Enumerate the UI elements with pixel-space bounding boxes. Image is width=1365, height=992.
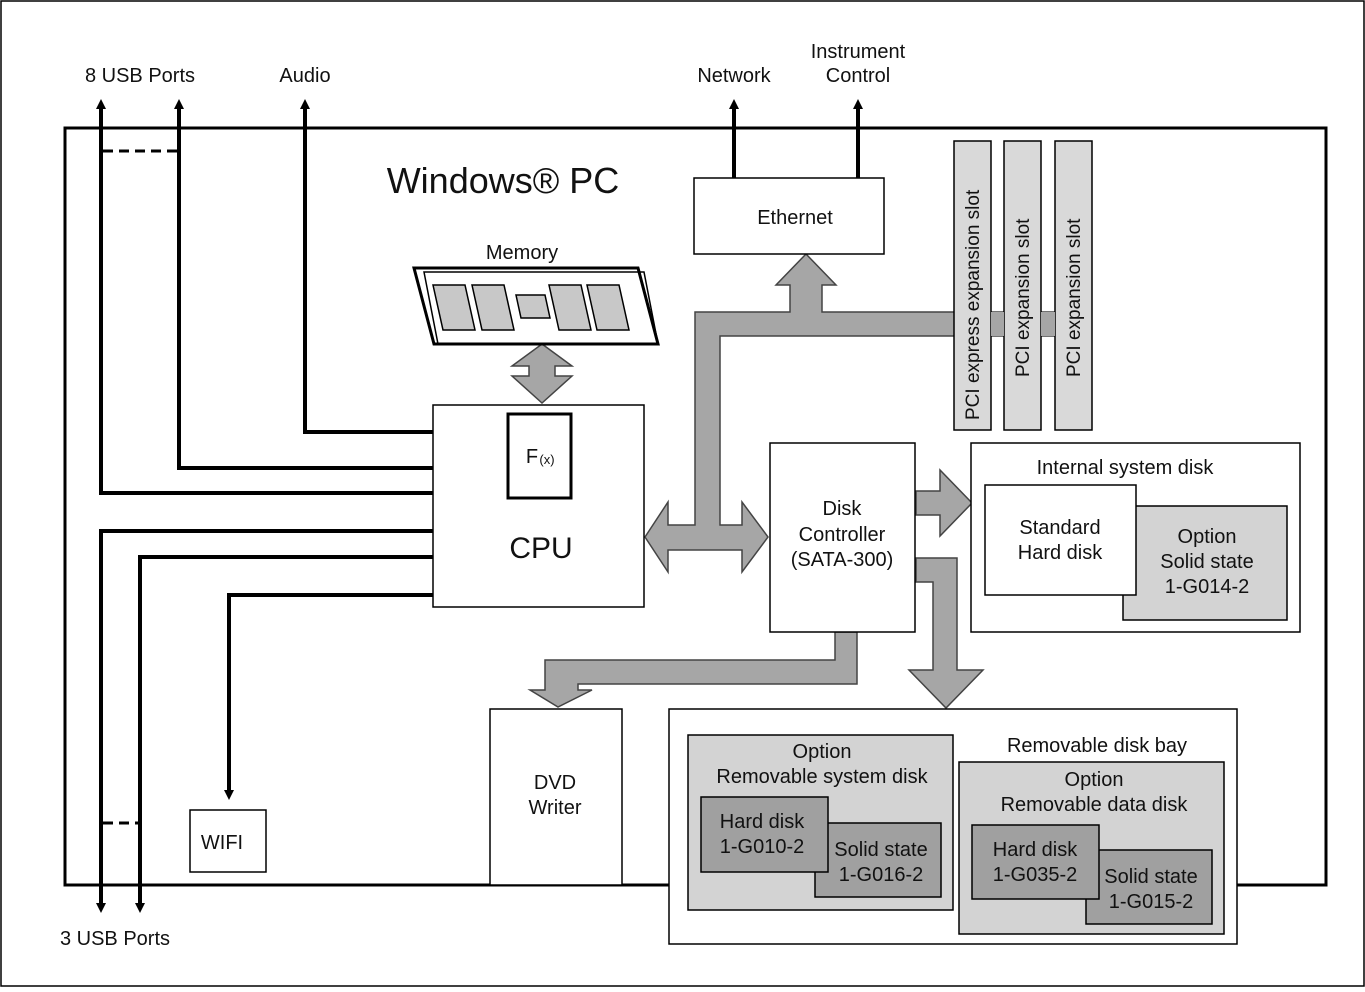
disk-controller-line3: (SATA-300): [791, 549, 894, 571]
standard-hard-disk-box: [984, 484, 1137, 596]
disk-controller-box: [769, 442, 916, 633]
internal-disk-arrow: [915, 468, 974, 538]
removable-system-ssd-line2: 1-G016-2: [839, 864, 924, 886]
removable-data-ssd-line2: 1-G015-2: [1109, 891, 1194, 913]
removable-data-title-line1: Option: [1065, 769, 1124, 791]
system-bus: [509, 252, 1056, 710]
expansion-slots: PCI express expansion slot PCI expansion…: [953, 140, 1093, 431]
removable-bay-arrow: [907, 557, 985, 710]
dvd-writer-box: [489, 708, 623, 886]
instrument-label-line2: Control: [826, 65, 890, 87]
memory-bus-arrow: [509, 343, 575, 405]
instrument-label-line1: Instrument: [811, 41, 906, 63]
pcie-slot-label: PCI express expansion slot: [963, 189, 984, 420]
internal-ssd-option-box: [1122, 505, 1288, 621]
disk-controller-line1: Disk: [823, 498, 863, 520]
memory-module: [412, 266, 660, 346]
pcie-slot: [953, 140, 992, 431]
memory-chip: [548, 284, 592, 331]
memory-chip: [471, 284, 515, 331]
usb-bottom-line-1: [96, 529, 433, 913]
usb-top-line-2: [96, 99, 433, 495]
removable-data-hdd-box: [971, 824, 1100, 900]
ethernet-label: Ethernet: [757, 207, 833, 229]
removable-system-ssd-line1: Solid state: [834, 839, 927, 861]
pci-slot-2: [1054, 140, 1093, 431]
pci-slot-2-label: PCI expansion slot: [1064, 218, 1085, 377]
network-label: Network: [697, 65, 771, 87]
dvd-writer-line2: Writer: [529, 797, 582, 819]
pc-title: Windows® PC: [387, 160, 620, 201]
internal-ssd-line3: 1-G014-2: [1165, 576, 1250, 598]
memory-chip: [515, 294, 551, 319]
pci-slot-1: [1003, 140, 1042, 431]
removable-bay-title: Removable disk bay: [1007, 735, 1187, 757]
pci-slot-1-label: PCI expansion slot: [1013, 218, 1034, 377]
removable-system-ssd-box: [814, 822, 942, 898]
usb-bottom-label: 3 USB Ports: [60, 928, 170, 950]
memory-label: Memory: [486, 242, 558, 264]
internal-disk-title: Internal system disk: [1037, 457, 1215, 479]
usb-top-line-1: [174, 99, 433, 470]
wifi-label: WIFI: [201, 832, 243, 854]
dvd-arrow: [527, 631, 858, 708]
removable-data-hdd-line2: 1-G035-2: [993, 864, 1078, 886]
removable-system-title-line1: Option: [793, 741, 852, 763]
fx-sub-label: (x): [539, 452, 554, 467]
usb-bottom-line-2: [135, 555, 433, 913]
ethernet-box: [693, 177, 885, 255]
internal-ssd-line1: Option: [1178, 526, 1237, 548]
wifi-box: [189, 809, 267, 873]
audio-label: Audio: [279, 65, 330, 87]
audio-line: [300, 99, 433, 434]
usb-top-label: 8 USB Ports: [85, 65, 195, 87]
standard-hard-disk-line2: Hard disk: [1018, 542, 1103, 564]
memory-chip: [586, 284, 630, 331]
disk-controller-line2: Controller: [799, 524, 886, 546]
cpu-label: CPU: [509, 532, 572, 565]
cpu-bus-arrow: [644, 252, 1056, 575]
removable-system-hdd-line2: 1-G010-2: [720, 836, 805, 858]
removable-system-hdd-line1: Hard disk: [720, 811, 805, 833]
fx-box: [506, 412, 573, 500]
standard-hard-disk-line1: Standard: [1019, 517, 1100, 539]
wifi-line: [224, 593, 433, 800]
removable-system-title-line2: Removable system disk: [716, 766, 928, 788]
dvd-writer-line1: DVD: [534, 772, 576, 794]
memory-chip: [432, 284, 476, 331]
internal-ssd-line2: Solid state: [1160, 551, 1253, 573]
fx-label: F: [526, 446, 538, 468]
removable-system-hdd-box: [700, 796, 829, 873]
removable-data-hdd-line1: Hard disk: [993, 839, 1078, 861]
removable-data-ssd-line1: Solid state: [1104, 866, 1197, 888]
removable-data-title-line2: Removable data disk: [1001, 794, 1189, 816]
